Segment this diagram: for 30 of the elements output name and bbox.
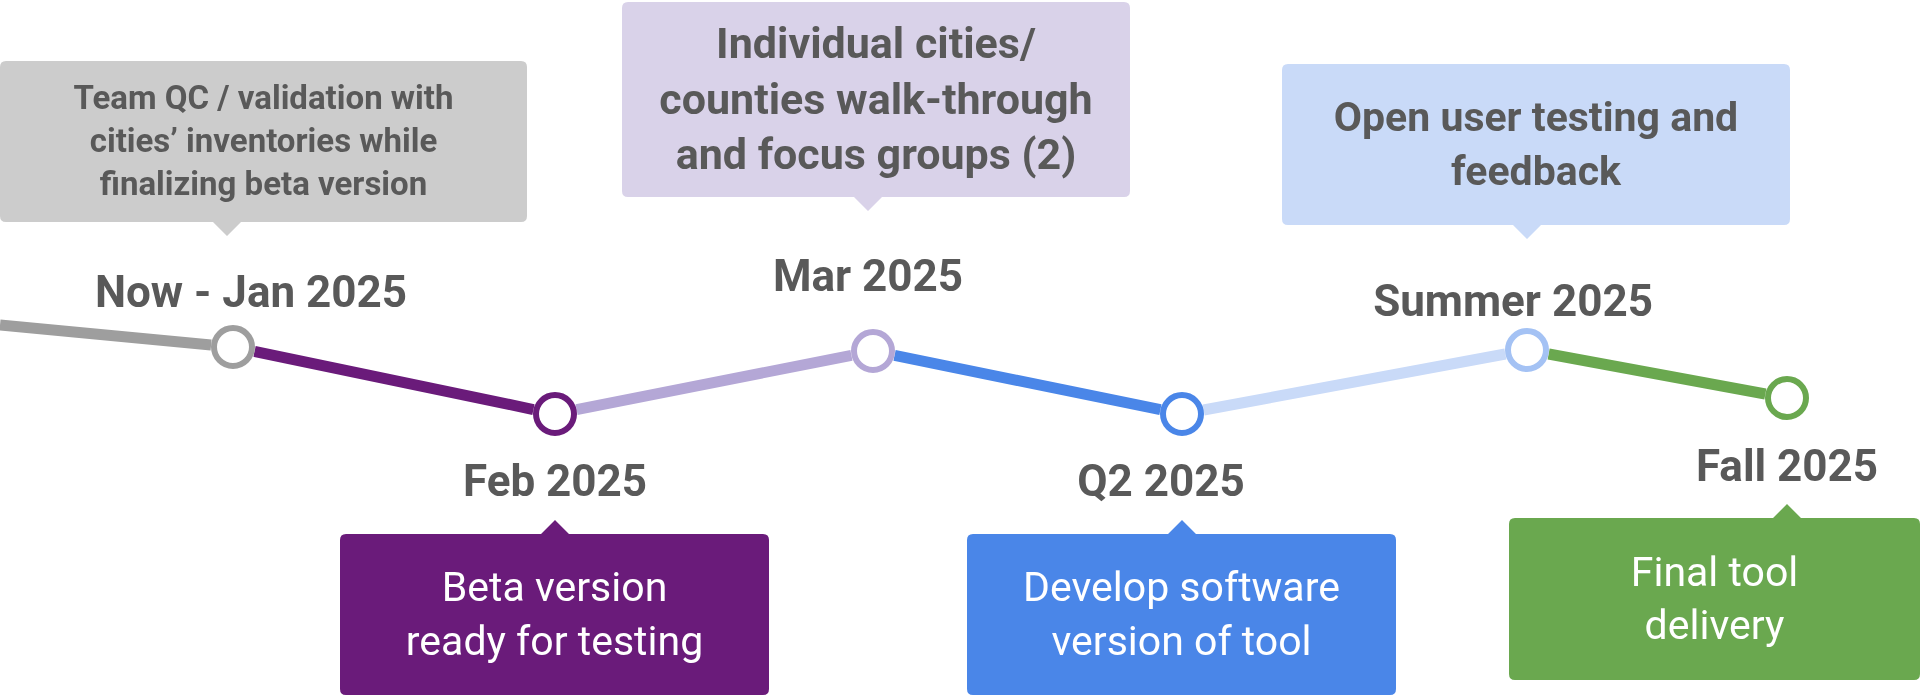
callout-box (0, 61, 527, 236)
callout-text: Individual cities/ counties walk-through and focus groups (2) (658, 16, 1094, 182)
timeline-segment (1547, 348, 1767, 400)
timeline-segment (893, 350, 1162, 415)
milestone-circle (1505, 328, 1549, 372)
milestone-circle (1765, 376, 1809, 420)
date-label: Feb 2025 (462, 455, 648, 507)
date-label: Now - Jan 2025 (94, 266, 408, 318)
callout-text: Open user testing and feedback (1332, 92, 1740, 197)
milestone-circle (1160, 392, 1204, 436)
callout-box (340, 520, 769, 695)
date-label: Summer 2025 (1373, 275, 1653, 327)
timeline-segment (1202, 348, 1507, 416)
timeline-segment (575, 349, 853, 416)
callout-text: Final tool delivery (1629, 546, 1800, 651)
date-label: Fall 2025 (1695, 440, 1879, 492)
timeline-segment (253, 346, 535, 415)
milestone-circle (211, 325, 255, 369)
callout-box (967, 520, 1396, 695)
date-label: Q2 2025 (1077, 455, 1245, 507)
milestone-circle (851, 329, 895, 373)
callout-box (622, 2, 1130, 211)
callout-text: Develop software version of tool (1022, 562, 1341, 667)
callout-text: Team QC / validation with cities’ inventories while finalizing beta version (72, 77, 455, 205)
timeline-segment (0, 319, 212, 351)
callout-box (1282, 64, 1790, 239)
milestone-circle (533, 392, 577, 436)
callout-text: Beta version ready for testing (404, 562, 705, 667)
date-label: Mar 2025 (772, 250, 964, 302)
callout-box (1509, 504, 1920, 680)
